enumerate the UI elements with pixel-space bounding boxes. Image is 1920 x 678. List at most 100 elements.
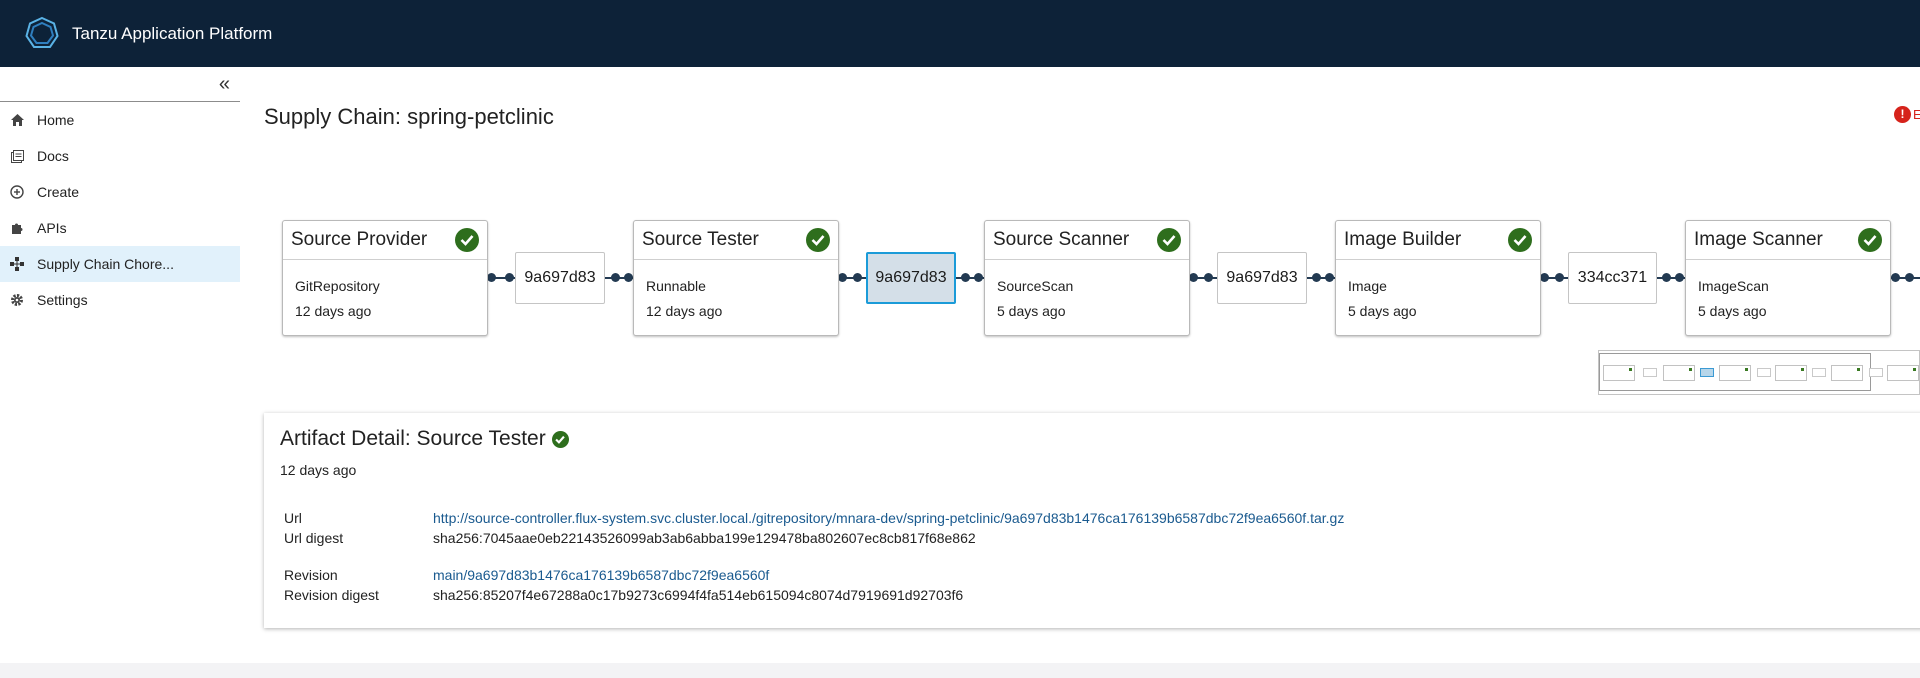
sidebar-item-home[interactable]: Home: [0, 102, 240, 138]
artifact-detail-age: 12 days ago: [280, 462, 357, 478]
url-digest-label: Url digest: [284, 530, 344, 546]
sidebar-item-label: Supply Chain Chore...: [37, 256, 174, 272]
connector-dot: [1325, 273, 1334, 282]
footer-strip: [0, 663, 1920, 678]
artifact-box[interactable]: 334cc371: [1568, 252, 1657, 304]
minimap-node: [1719, 365, 1751, 381]
chain-node-image-builder[interactable]: Image Builder Image 5 days ago: [1335, 220, 1541, 336]
check-circle-icon: [1157, 228, 1181, 252]
sidebar-item-label: Home: [37, 112, 75, 128]
minimap-node: [1663, 365, 1695, 381]
node-title: Image Builder: [1344, 229, 1462, 250]
node-kind: GitRepository: [295, 278, 380, 294]
connector-dot: [505, 273, 514, 282]
connector-dot: [1540, 273, 1549, 282]
revision-link[interactable]: main/9a697d83b1476ca176139b6587dbc72f9ea…: [433, 567, 770, 583]
minimap-artifact: [1643, 368, 1657, 377]
sidebar: « Home Docs Create APIs Supply Chain Cho…: [0, 67, 240, 663]
check-circle-icon: [1858, 228, 1882, 252]
sidebar-item-label: Settings: [37, 292, 88, 308]
connector: [1657, 277, 1685, 279]
check-circle-icon: [455, 228, 479, 252]
node-header: Source Tester: [634, 221, 838, 260]
minimap-node: [1603, 365, 1635, 381]
connector-dot: [1905, 273, 1914, 282]
docs-icon: [9, 148, 25, 164]
url-digest-value: sha256:7045aae0eb22143526099ab3ab6abba19…: [433, 530, 976, 546]
error-icon[interactable]: !: [1894, 106, 1911, 123]
sidebar-item-apis[interactable]: APIs: [0, 210, 240, 246]
double-chevron-left-icon[interactable]: «: [218, 73, 230, 95]
tanzu-logo-icon[interactable]: [24, 16, 60, 52]
sidebar-item-docs[interactable]: Docs: [0, 138, 240, 174]
node-header: Image Scanner: [1686, 221, 1890, 260]
chain-node-source-scanner[interactable]: Source Scanner SourceScan 5 days ago: [984, 220, 1190, 336]
minimap-artifact: [1700, 368, 1714, 377]
connector-dot: [1312, 273, 1321, 282]
create-icon: [9, 184, 25, 200]
node-header: Source Scanner: [985, 221, 1189, 260]
minimap-artifact: [1869, 368, 1883, 377]
node-kind: ImageScan: [1698, 278, 1769, 294]
connector-dot: [853, 273, 862, 282]
node-header: Source Provider: [283, 221, 487, 260]
sidebar-item-settings[interactable]: Settings: [0, 282, 240, 318]
minimap-artifact: [1812, 368, 1826, 377]
node-title: Source Provider: [291, 229, 428, 250]
artifact-detail-title: Artifact Detail: Source Tester: [280, 427, 569, 451]
artifact-box[interactable]: 9a697d83: [1217, 252, 1307, 304]
sidebar-item-label: Docs: [37, 148, 69, 164]
connector: [1307, 277, 1335, 279]
connector-dot: [1675, 273, 1684, 282]
gear-icon: [9, 292, 25, 308]
chain-node-source-provider[interactable]: Source Provider GitRepository 12 days ag…: [282, 220, 488, 336]
connector-dot: [961, 273, 970, 282]
artifact-box[interactable]: 9a697d83: [515, 252, 605, 304]
graph-minimap[interactable]: [1598, 350, 1920, 395]
sidebar-item-label: Create: [37, 184, 80, 200]
chain-node-source-tester[interactable]: Source Tester Runnable 12 days ago: [633, 220, 839, 336]
minimap-artifact: [1757, 368, 1771, 377]
connector-dot: [487, 273, 496, 282]
revision-label: Revision: [284, 567, 338, 583]
top-bar: Tanzu Application Platform: [0, 0, 1920, 67]
node-age: 12 days ago: [295, 303, 372, 319]
connector-dot: [1189, 273, 1198, 282]
node-kind: Image: [1348, 278, 1387, 294]
chain-node-image-scanner[interactable]: Image Scanner ImageScan 5 days ago: [1685, 220, 1891, 336]
check-circle-icon: [551, 430, 569, 448]
app-title: Tanzu Application Platform: [72, 23, 273, 43]
connector: [838, 277, 866, 279]
minimap-node: [1775, 365, 1807, 381]
sidebar-item-label: APIs: [37, 220, 67, 236]
page-title: Supply Chain: spring-petclinic: [264, 104, 554, 129]
minimap-node: [1831, 365, 1863, 381]
node-kind: SourceScan: [997, 278, 1074, 294]
artifact-detail-card: Artifact Detail: Source Tester 12 days a…: [264, 413, 1920, 628]
supply-chain-icon: [9, 256, 25, 272]
connector-dot: [1662, 273, 1671, 282]
home-icon: [9, 112, 25, 128]
node-age: 5 days ago: [997, 303, 1066, 319]
connector-dot: [1204, 273, 1213, 282]
node-title: Image Scanner: [1694, 229, 1823, 250]
error-badge-label[interactable]: E: [1913, 107, 1920, 122]
node-title: Source Scanner: [993, 229, 1130, 250]
url-label: Url: [284, 510, 302, 526]
sidebar-item-supply-chain[interactable]: Supply Chain Chore...: [0, 246, 240, 282]
connector-dot: [974, 273, 983, 282]
revision-digest-label: Revision digest: [284, 587, 379, 603]
sidebar-item-create[interactable]: Create: [0, 174, 240, 210]
check-circle-icon: [806, 228, 830, 252]
url-link[interactable]: http://source-controller.flux-system.svc…: [433, 510, 1345, 526]
node-age: 5 days ago: [1348, 303, 1417, 319]
check-circle-icon: [1508, 228, 1532, 252]
connector: [487, 277, 515, 279]
connector: [1540, 277, 1568, 279]
connector-dot: [1891, 273, 1900, 282]
sidebar-collapse-row: «: [0, 67, 240, 102]
minimap-node: [1887, 365, 1919, 381]
node-title: Source Tester: [642, 229, 759, 250]
artifact-box-selected[interactable]: 9a697d83: [866, 252, 956, 304]
connector-dot: [624, 273, 633, 282]
